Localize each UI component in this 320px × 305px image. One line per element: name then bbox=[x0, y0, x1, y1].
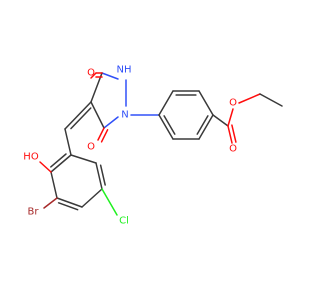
bond-ring-a2 bbox=[50, 154, 72, 173]
bond-exocyclic-double-inner bbox=[70, 107, 92, 130]
bond-o-ch2 bbox=[238, 93, 261, 104]
bond-ring-a6-inner bbox=[99, 164, 106, 186]
bond-ch2-ch3 bbox=[259, 93, 283, 107]
bond-ring-a5 bbox=[81, 188, 103, 208]
bond-ring-a7 bbox=[70, 154, 97, 164]
bond-c3-n1h bbox=[101, 72, 119, 80]
bond-layer bbox=[39, 72, 283, 216]
bond-ring-b6 bbox=[158, 114, 174, 140]
bond-c3-c4 bbox=[90, 72, 103, 103]
bond-c5-o-double-inner bbox=[100, 129, 109, 143]
bond-ring-a4 bbox=[56, 197, 83, 208]
atom-label-layer: O NH N O HO Br Cl O O bbox=[23, 65, 237, 227]
bond-exocyclic-double bbox=[64, 101, 92, 130]
bond-aryl-carbonyl bbox=[212, 114, 229, 127]
bond-c-cl bbox=[101, 188, 118, 216]
bond-ring-a1 bbox=[64, 128, 72, 156]
structure-canvas: O NH N O HO Br Cl O O bbox=[23, 65, 283, 227]
bond-c3o-a bbox=[90, 72, 97, 79]
molecule-structure: O NH N O HO Br Cl O O bbox=[23, 65, 283, 227]
bromine-label: Br bbox=[28, 207, 40, 218]
bond-c-oh bbox=[39, 161, 52, 173]
bond-ring-b6-inner bbox=[163, 115, 176, 135]
hydroxyl-label: HO bbox=[23, 152, 39, 163]
nitrogen-label-ring: N bbox=[121, 110, 128, 121]
bond-ring-b1 bbox=[158, 90, 174, 116]
bond-c-o-single bbox=[227, 108, 234, 127]
oxygen-label-carbonyl-top: O bbox=[87, 68, 95, 79]
bond-c-o-double-inner bbox=[231, 124, 237, 143]
bond-ring-a3 bbox=[50, 171, 58, 199]
oxygen-label-ester-single: O bbox=[229, 98, 237, 109]
oxygen-label-ester-double: O bbox=[229, 144, 237, 155]
bond-c-o-double bbox=[227, 125, 233, 144]
oxygen-label-carbonyl-bottom: O bbox=[87, 142, 95, 153]
bond-c-br bbox=[43, 197, 58, 209]
bond-ring-b3 bbox=[198, 90, 214, 116]
bond-ring-a4-inner bbox=[57, 202, 79, 211]
nh-label: NH bbox=[117, 65, 132, 76]
bond-c5-o-double bbox=[97, 127, 105, 141]
bond-ring-b4-inner bbox=[196, 115, 209, 135]
bond-n2-c5 bbox=[103, 116, 119, 129]
bond-ring-a2-inner bbox=[50, 153, 67, 168]
bond-ring-b4 bbox=[198, 114, 214, 140]
chlorine-label: Cl bbox=[119, 216, 129, 227]
bond-c4-c5 bbox=[90, 101, 105, 129]
bond-ring-a6 bbox=[95, 162, 103, 190]
